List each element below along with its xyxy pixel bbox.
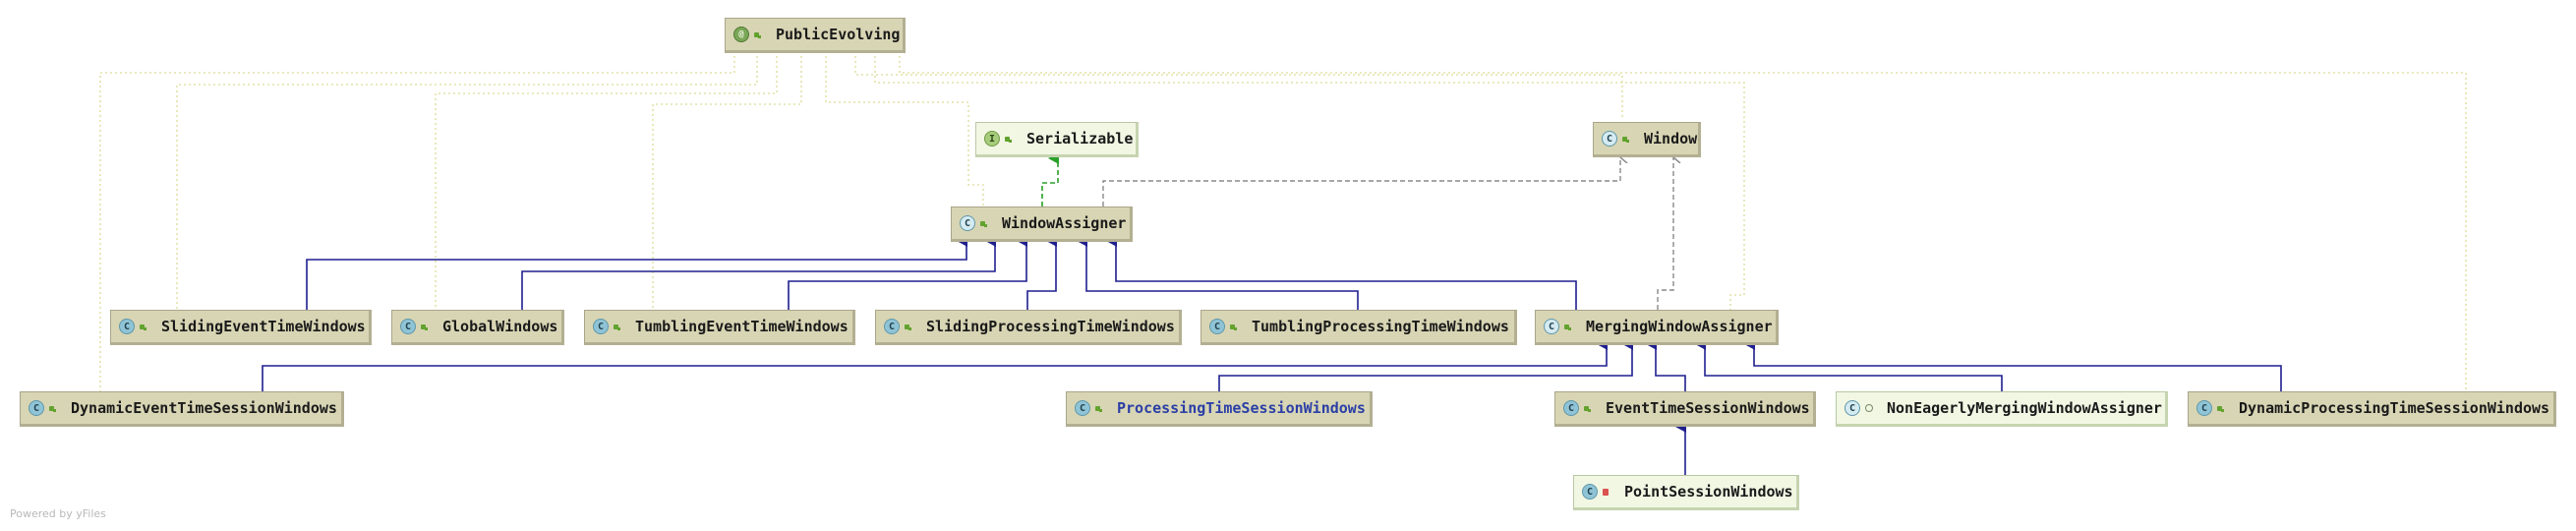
node-sliding-processing-time-windows[interactable]: C SlidingProcessingTimeWindows <box>875 310 1182 345</box>
public-visibility-icon <box>1564 322 1576 331</box>
node-sliding-event-time-windows[interactable]: C SlidingEventTimeWindows <box>110 310 372 345</box>
class-type-icon: C <box>29 400 44 416</box>
public-visibility-icon <box>1230 322 1242 331</box>
annotation-edge <box>874 51 1745 310</box>
node-label: GlobalWindows <box>442 318 558 335</box>
class-type-icon: C <box>119 319 135 334</box>
public-visibility-icon <box>905 322 916 331</box>
node-label: ProcessingTimeSessionWindows <box>1117 399 1366 417</box>
node-processing-time-session-windows[interactable]: C ProcessingTimeSessionWindows <box>1066 391 1373 427</box>
node-label: TumblingEventTimeWindows <box>635 318 849 335</box>
public-visibility-icon <box>2217 403 2229 413</box>
annotation-edge <box>99 51 735 391</box>
node-label: EventTimeSessionWindows <box>1606 399 1810 417</box>
extends-edge <box>1026 235 1057 310</box>
node-label: Serializable <box>1026 130 1134 148</box>
extends-edge <box>1744 338 2282 391</box>
node-public-evolving[interactable]: @ PublicEvolving <box>725 18 906 53</box>
public-visibility-icon <box>1095 403 1107 413</box>
annotation-edge <box>652 51 802 310</box>
node-event-time-session-windows[interactable]: C EventTimeSessionWindows <box>1554 391 1816 427</box>
implements-edge <box>1041 152 1059 206</box>
dependency-edge <box>1102 157 1620 206</box>
annotation-edge <box>899 51 2467 391</box>
private-visibility-icon <box>1603 487 1614 497</box>
node-merging-window-assigner[interactable]: C MergingWindowAssigner <box>1535 310 1779 345</box>
public-visibility-icon <box>421 322 433 331</box>
node-label: SlidingProcessingTimeWindows <box>926 318 1175 335</box>
annotation-edge <box>854 51 1623 120</box>
annotation-type-icon: @ <box>733 27 749 42</box>
public-visibility-icon <box>140 322 151 331</box>
public-visibility-icon <box>980 218 992 228</box>
node-label: Window <box>1644 130 1698 148</box>
node-serializable[interactable]: I Serializable <box>975 122 1139 157</box>
node-label: PointSessionWindows <box>1624 483 1793 501</box>
public-visibility-icon <box>1584 403 1596 413</box>
node-global-windows[interactable]: C GlobalWindows <box>391 310 564 345</box>
interface-type-icon: I <box>984 131 1000 147</box>
public-visibility-icon <box>1005 134 1017 144</box>
node-label: DynamicProcessingTimeSessionWindows <box>2239 399 2550 417</box>
node-label: WindowAssigner <box>1002 214 1127 232</box>
node-label: SlidingEventTimeWindows <box>161 318 366 335</box>
package-visibility-icon <box>1865 403 1877 413</box>
class-type-icon: C <box>400 319 416 334</box>
class-type-icon: C <box>593 319 609 334</box>
class-type-icon: C <box>1075 400 1090 416</box>
node-tumbling-event-time-windows[interactable]: C TumblingEventTimeWindows <box>584 310 855 345</box>
extends-edge <box>306 235 967 310</box>
class-type-icon: C <box>2196 400 2212 416</box>
abstract-class-icon: C <box>1844 400 1860 416</box>
extends-edge <box>521 235 996 310</box>
abstract-class-icon: C <box>1602 131 1617 147</box>
node-dynamic-event-time-session-windows[interactable]: C DynamicEventTimeSessionWindows <box>20 391 344 427</box>
public-visibility-icon <box>49 403 61 413</box>
class-type-icon: C <box>1563 400 1579 416</box>
abstract-class-icon: C <box>1544 319 1559 334</box>
node-dynamic-processing-time-session-windows[interactable]: C DynamicProcessingTimeSessionWindows <box>2188 391 2556 427</box>
extends-edge <box>1695 338 2003 391</box>
extends-edge <box>1646 338 1686 391</box>
class-type-icon: C <box>884 319 900 334</box>
public-visibility-icon <box>1622 134 1634 144</box>
public-visibility-icon <box>754 30 766 39</box>
node-label: DynamicEventTimeSessionWindows <box>71 399 337 417</box>
abstract-class-icon: C <box>960 215 975 231</box>
public-visibility-icon <box>614 322 625 331</box>
node-non-eagerly-merging-window-assigner[interactable]: C NonEagerlyMergingWindowAssigner <box>1836 391 2168 427</box>
annotation-edge <box>176 51 758 310</box>
dependency-edge <box>1657 157 1673 310</box>
class-type-icon: C <box>1582 484 1598 500</box>
class-type-icon: C <box>1209 319 1225 334</box>
powered-by-label: Powered by yFiles <box>10 507 106 520</box>
extends-edge <box>1077 235 1359 310</box>
extends-edge <box>262 338 1608 391</box>
node-label: NonEagerlyMergingWindowAssigner <box>1887 399 2162 417</box>
node-label: TumblingProcessingTimeWindows <box>1252 318 1509 335</box>
node-point-session-windows[interactable]: C PointSessionWindows <box>1573 475 1799 510</box>
node-label: PublicEvolving <box>776 26 901 43</box>
node-window-assigner[interactable]: C WindowAssigner <box>951 206 1133 242</box>
extends-edge <box>1218 338 1633 391</box>
annotation-edge <box>435 51 778 310</box>
extends-edge <box>1106 235 1577 310</box>
node-label: MergingWindowAssigner <box>1586 318 1773 335</box>
node-window[interactable]: C Window <box>1593 122 1701 157</box>
extends-edge <box>788 235 1027 310</box>
node-tumbling-processing-time-windows[interactable]: C TumblingProcessingTimeWindows <box>1200 310 1517 345</box>
